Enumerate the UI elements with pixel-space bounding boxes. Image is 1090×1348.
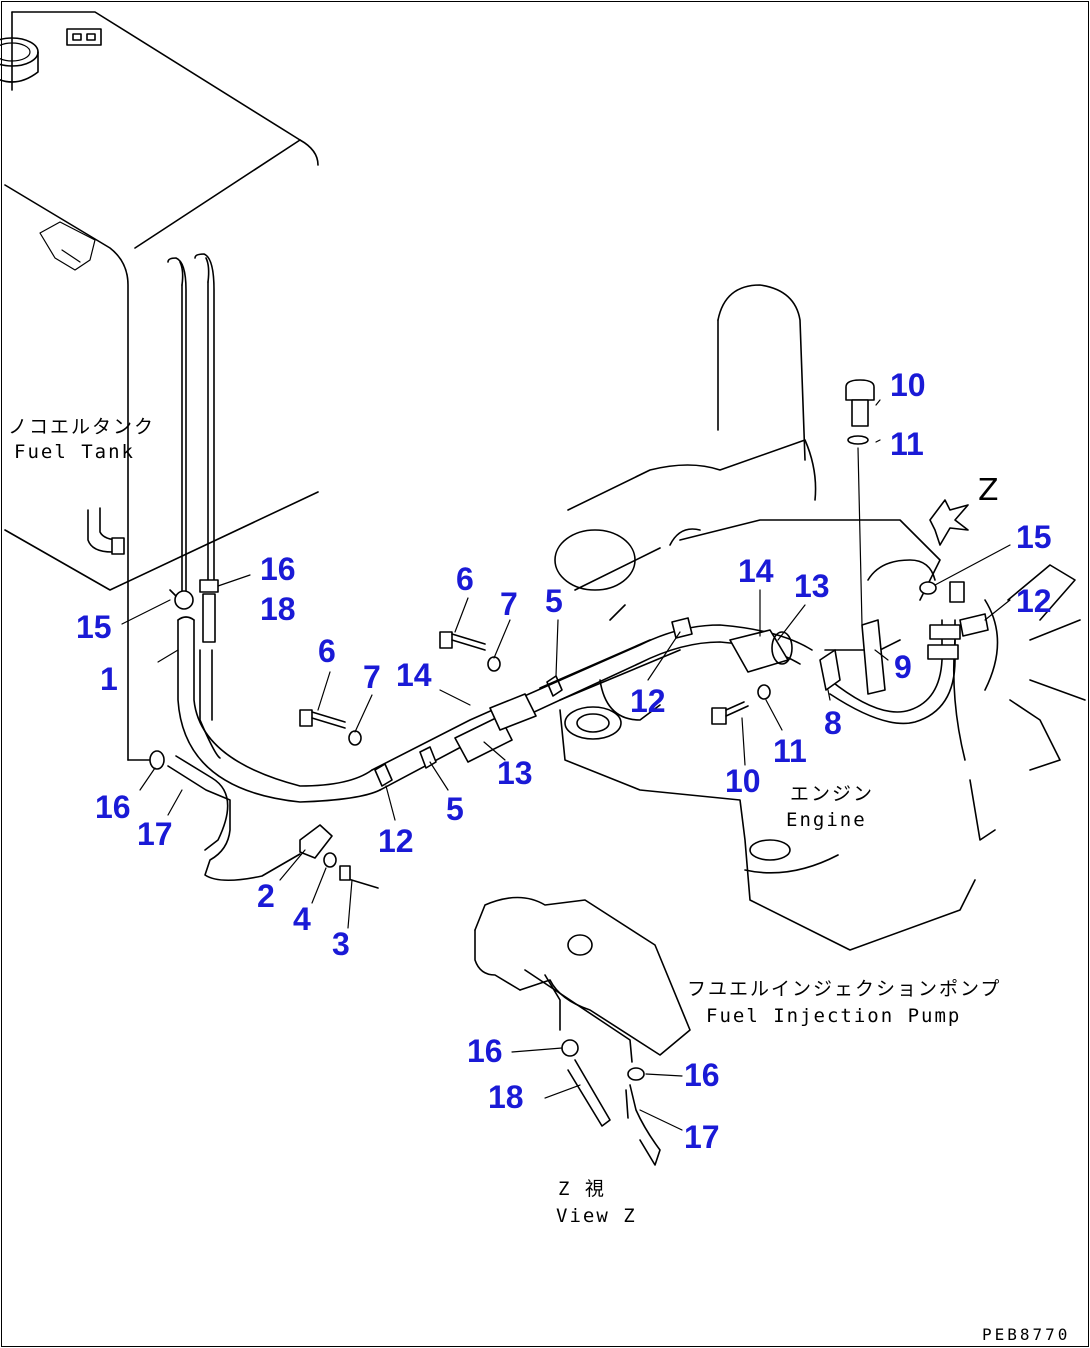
engine (554, 284, 1086, 951)
callout-10-bottom: 10 (725, 763, 761, 799)
engine-label-en: Engine (786, 809, 867, 831)
callout-18-tank: 18 (260, 591, 296, 627)
callout-9: 9 (894, 649, 912, 685)
callout-3: 3 (332, 926, 350, 962)
callout-12-left: 12 (378, 823, 414, 859)
callout-12-right: 12 (1016, 583, 1052, 619)
callout-15-left: 15 (76, 609, 112, 645)
callouts: 1 2 3 4 5 5 6 6 7 7 8 9 10 10 11 11 12 1… (76, 367, 1052, 1155)
view-label-jp: Z 視 (558, 1178, 606, 1200)
callout-14-right: 14 (738, 553, 774, 589)
callout-8: 8 (824, 705, 842, 741)
tank-pipes (167, 253, 219, 643)
callout-11-bottom: 11 (773, 733, 807, 769)
callout-11-top: 11 (890, 426, 924, 462)
view-label-en: View Z (556, 1205, 637, 1227)
leader-lines (121, 399, 1011, 1131)
callout-13-right: 13 (794, 568, 830, 604)
callout-4: 4 (293, 901, 311, 937)
callout-7-top: 7 (500, 586, 518, 622)
callout-2: 2 (257, 878, 275, 914)
callout-5-top: 5 (545, 583, 563, 619)
callout-17-left: 17 (137, 816, 173, 852)
callout-16-tank: 16 (260, 551, 296, 587)
callout-12-center: 12 (630, 683, 666, 719)
engine-label-jp: エンジン (790, 783, 874, 805)
callout-15-right: 15 (1016, 519, 1052, 555)
callout-1: 1 (100, 661, 118, 697)
callout-7-left: 7 (363, 659, 381, 695)
callout-5-bottom: 5 (446, 791, 464, 827)
pump-label-en: Fuel Injection Pump (706, 1005, 961, 1027)
fuel-tank-label-jp: ノコエルタンク (8, 416, 155, 438)
callout-17-pump: 17 (684, 1119, 720, 1155)
main-hoses (149, 616, 381, 882)
text-labels: ノコエルタンク Fuel Tank エンジン Engine フユエルインジェクシ… (8, 416, 1070, 1344)
injection-pump-view (474, 896, 691, 1166)
fuel-tank-label-en: Fuel Tank (14, 441, 135, 463)
callout-6-top: 6 (456, 561, 474, 597)
callout-10-top: 10 (890, 367, 926, 403)
callout-13-left: 13 (497, 755, 533, 791)
callout-16-pump-right: 16 (684, 1057, 720, 1093)
engine-pipe (299, 624, 813, 889)
drawing-code: PEB8770 (982, 1325, 1070, 1344)
callout-18-pump: 18 (488, 1079, 524, 1115)
callout-16-left: 16 (95, 789, 131, 825)
callout-6-left: 6 (318, 633, 336, 669)
callout-16-pump-left: 16 (467, 1033, 503, 1069)
fuel-tank (0, 11, 319, 761)
z-view-mark: Z (978, 473, 999, 508)
callout-14-left: 14 (396, 657, 432, 693)
pump-label-jp: フユエルインジェクションポンプ (687, 978, 1001, 1000)
